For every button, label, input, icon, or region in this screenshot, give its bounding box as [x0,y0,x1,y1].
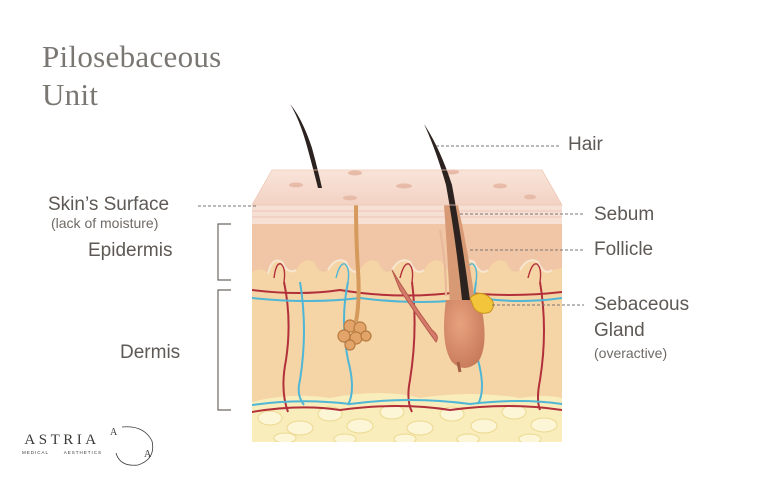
brand-name: ASTRIA [24,432,100,448]
epidermis-label: Epidermis [88,240,173,261]
sweat-gland [337,319,372,351]
hair-label: Hair [568,134,603,155]
stratum-layer [252,205,562,225]
sebaceous-gland-note: (overactive) [594,345,668,361]
brand-subtitle: MEDICAL AESTHETICS [22,450,102,455]
arrector-pili-muscle [391,269,438,343]
brand-logo: ASTRIA MEDICAL AESTHETICS [22,432,102,455]
hair-bulb [444,300,485,368]
brand-sub-right: AESTHETICS [63,450,102,455]
sweat-duct [354,205,361,323]
sebum-label: Sebum [594,204,655,225]
surface-pores [289,169,536,201]
dermis-label: Dermis [120,342,181,363]
title-line-2: Unit [42,77,99,112]
diagram-title: Pilosebaceous Unit [42,38,222,114]
skin-surface-label: Skin’s Surface [48,194,170,215]
hair-shaft-right [424,124,470,300]
dermis-bracket [217,289,231,411]
brand-mark-top: A [110,427,118,438]
brand-sub-left: MEDICAL [22,450,50,455]
hair-shaft-left [290,104,322,188]
follicle-label: Follicle [594,239,654,260]
fat-cells [257,404,558,442]
sebaceous-gland-label-line-1: Sebaceous [594,294,690,315]
sebaceous-gland-label-line-2: Gland [594,320,645,341]
epidermis-bracket [217,223,231,281]
brand-mark-bottom: A [144,449,152,460]
brand-mark: A A [108,423,158,469]
brand-mark-icon [115,426,154,466]
title-line-1: Pilosebaceous [42,39,222,74]
capillary-loops [273,263,542,283]
skin-surface-note: (lack of moisture) [51,215,159,231]
